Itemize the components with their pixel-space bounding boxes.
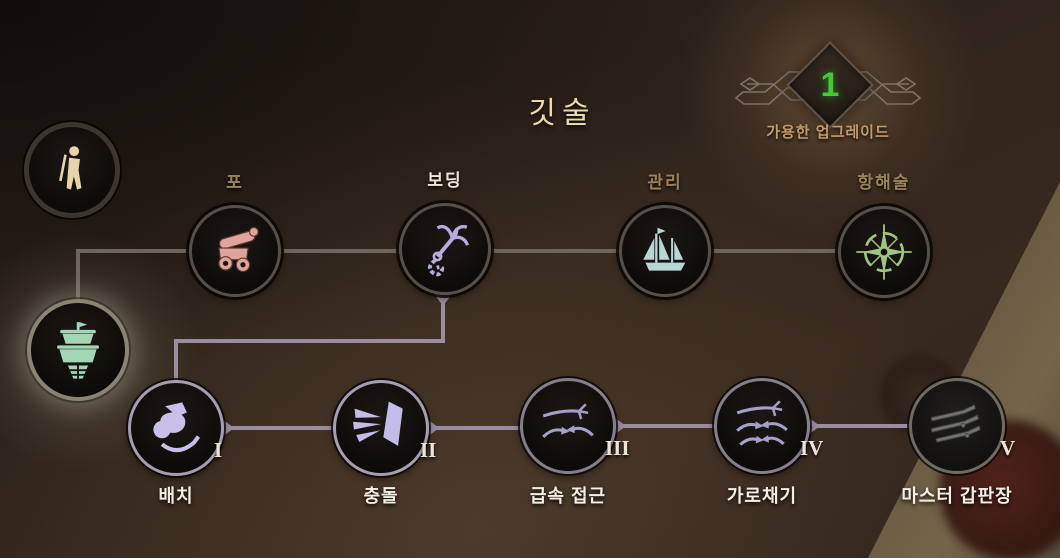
grappling-hook-icon (427, 224, 470, 277)
cannon-icon (218, 226, 259, 273)
upgrade-points-badge: 1 (786, 41, 874, 129)
skill-label-master-boatswain: 마스터 갑판장 (901, 486, 1013, 506)
skill-node-intercept[interactable] (714, 378, 810, 474)
connector-line (441, 296, 445, 343)
ram-arrows-icon (353, 401, 403, 446)
category-label-navigation: 항해술 (857, 173, 911, 192)
ship-front-icon (57, 322, 99, 379)
category-label-management: 관리 (647, 173, 683, 192)
connector-line (174, 339, 445, 343)
category-label-cannon: 포 (226, 173, 244, 192)
muskets-icon (930, 404, 981, 443)
category-node-boarding[interactable] (399, 203, 491, 295)
page-title: 깃술 (528, 97, 596, 130)
category-node-cannon[interactable] (189, 205, 281, 297)
skill-node-master-boatswain[interactable] (909, 378, 1005, 474)
category-label-boarding: 보딩 (427, 171, 463, 190)
grapple-intercept-icon (736, 400, 788, 446)
tab-ship[interactable] (27, 299, 129, 401)
skill-node-deployment[interactable] (128, 380, 224, 476)
skill-rank-numeral: III (605, 436, 630, 460)
skill-rank-numeral: V (1000, 436, 1016, 460)
connector-line (429, 426, 523, 430)
connector-line (174, 339, 178, 383)
tab-crew[interactable] (24, 122, 120, 218)
ship-side-icon (643, 227, 686, 271)
grapple-approach-icon (542, 403, 594, 438)
compass-icon (856, 224, 912, 280)
connector-line (616, 424, 716, 428)
category-node-management[interactable] (619, 205, 711, 297)
connector-arrow-right (614, 417, 626, 435)
connector-arrow-right (427, 419, 439, 437)
skill-label-rapid-approach: 급속 접근 (529, 486, 607, 506)
boarding-figure-icon (153, 402, 201, 453)
skill-label-intercept: 가로채기 (726, 486, 798, 506)
connector-line (224, 426, 336, 430)
connector-arrow-right (222, 419, 234, 437)
skill-rank-numeral: IV (800, 436, 824, 460)
skill-node-rapid-approach[interactable] (520, 378, 616, 474)
category-node-navigation[interactable] (838, 206, 930, 298)
skill-rank-numeral: II (420, 438, 437, 462)
connector-line (810, 424, 911, 428)
skill-node-collision[interactable] (333, 380, 429, 476)
connector-arrow-down (434, 294, 452, 306)
upgrade-points-label: 가용한 업그레이드 (766, 124, 890, 141)
upgrade-points-count: 1 (820, 65, 840, 104)
skill-label-collision: 충돌 (363, 486, 399, 506)
skill-label-deployment: 배치 (158, 486, 194, 506)
skill-rank-numeral: I (214, 438, 223, 462)
connector-arrow-right (808, 417, 820, 435)
connector-line (76, 249, 80, 302)
pirate-icon (59, 146, 82, 190)
